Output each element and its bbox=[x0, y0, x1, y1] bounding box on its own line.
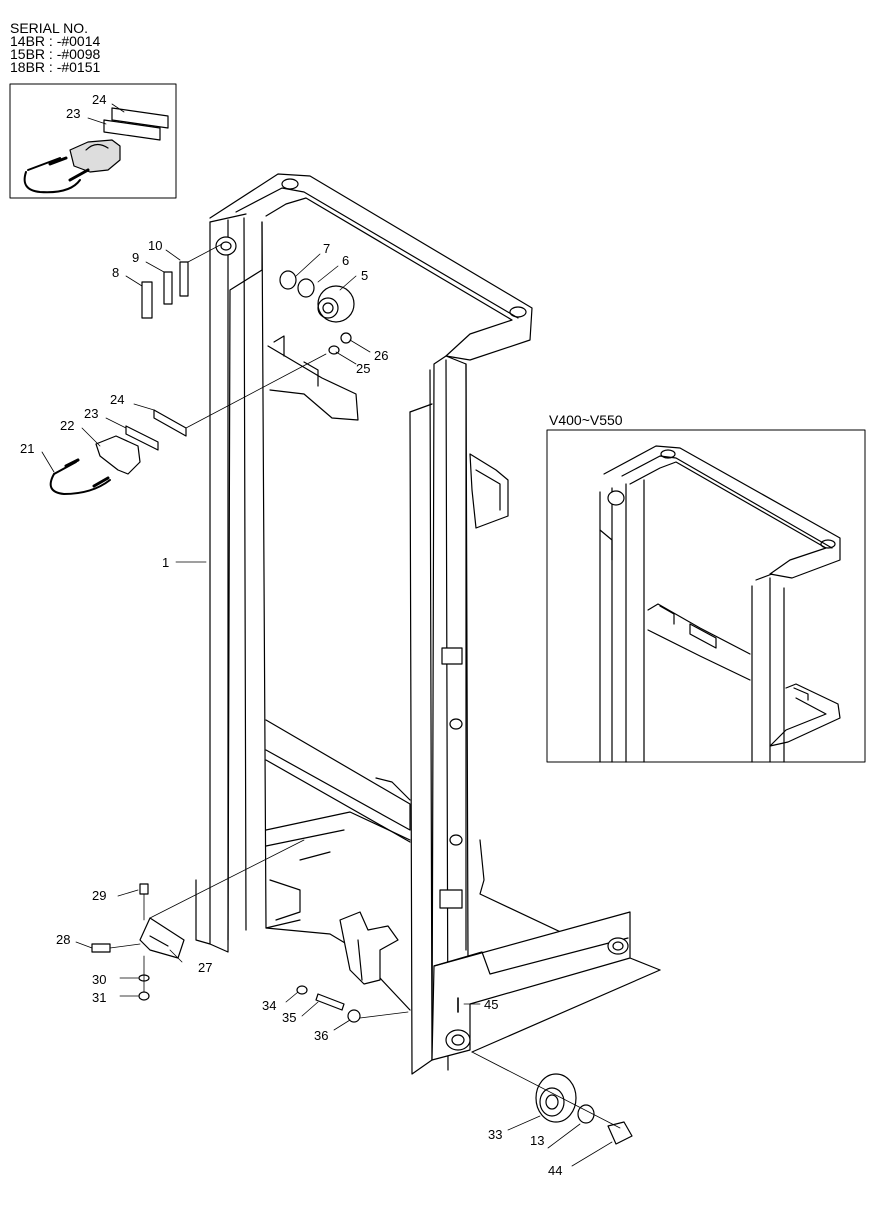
callout-5: 5 bbox=[361, 268, 368, 283]
callout-44: 44 bbox=[548, 1163, 562, 1178]
callout-25: 25 bbox=[356, 361, 370, 376]
callout-33: 33 bbox=[488, 1127, 502, 1142]
serial-line-15br: 15BR : -#0098 bbox=[10, 46, 101, 62]
callout-24: 24 bbox=[110, 392, 124, 407]
leader-lines bbox=[41, 249, 613, 1167]
serial-line-14br: 14BR : -#0014 bbox=[10, 33, 101, 49]
inset-callout-24: 24 bbox=[92, 92, 106, 107]
parts bbox=[49, 243, 633, 1145]
callout-21: 21 bbox=[20, 441, 34, 456]
callout-27: 27 bbox=[198, 960, 212, 975]
callout-29: 29 bbox=[92, 888, 106, 903]
callout-10: 10 bbox=[148, 238, 162, 253]
callout-7: 7 bbox=[323, 241, 330, 256]
serial-number-block: SERIAL NO. 14BR : -#0014 15BR : -#0098 1… bbox=[10, 20, 101, 75]
callout-labels: 1 5 6 7 8 9 10 13 21 22 23 24 25 26 27 2… bbox=[20, 238, 562, 1178]
callout-28: 28 bbox=[56, 932, 70, 947]
serial-line-18br: 18BR : -#0151 bbox=[10, 59, 101, 75]
callout-22: 22 bbox=[60, 418, 74, 433]
callout-13: 13 bbox=[530, 1133, 544, 1148]
callout-34: 34 bbox=[262, 998, 276, 1013]
callout-35: 35 bbox=[282, 1010, 296, 1025]
callout-31: 31 bbox=[92, 990, 106, 1005]
outer-mast bbox=[195, 173, 661, 1075]
inset-clamp-detail: 24 23 bbox=[9, 83, 177, 199]
callout-8: 8 bbox=[112, 265, 119, 280]
callout-36: 36 bbox=[314, 1028, 328, 1043]
callout-9: 9 bbox=[132, 250, 139, 265]
inset-callout-23: 23 bbox=[66, 106, 80, 121]
callout-26: 26 bbox=[374, 348, 388, 363]
serial-heading: SERIAL NO. bbox=[10, 20, 89, 36]
callout-30: 30 bbox=[92, 972, 106, 987]
callout-6: 6 bbox=[342, 253, 349, 268]
callout-1: 1 bbox=[162, 555, 169, 570]
callout-23: 23 bbox=[84, 406, 98, 421]
inset-variant-mast bbox=[546, 429, 866, 763]
callout-45: 45 bbox=[484, 997, 498, 1012]
inset-title: V400~V550 bbox=[549, 412, 623, 428]
